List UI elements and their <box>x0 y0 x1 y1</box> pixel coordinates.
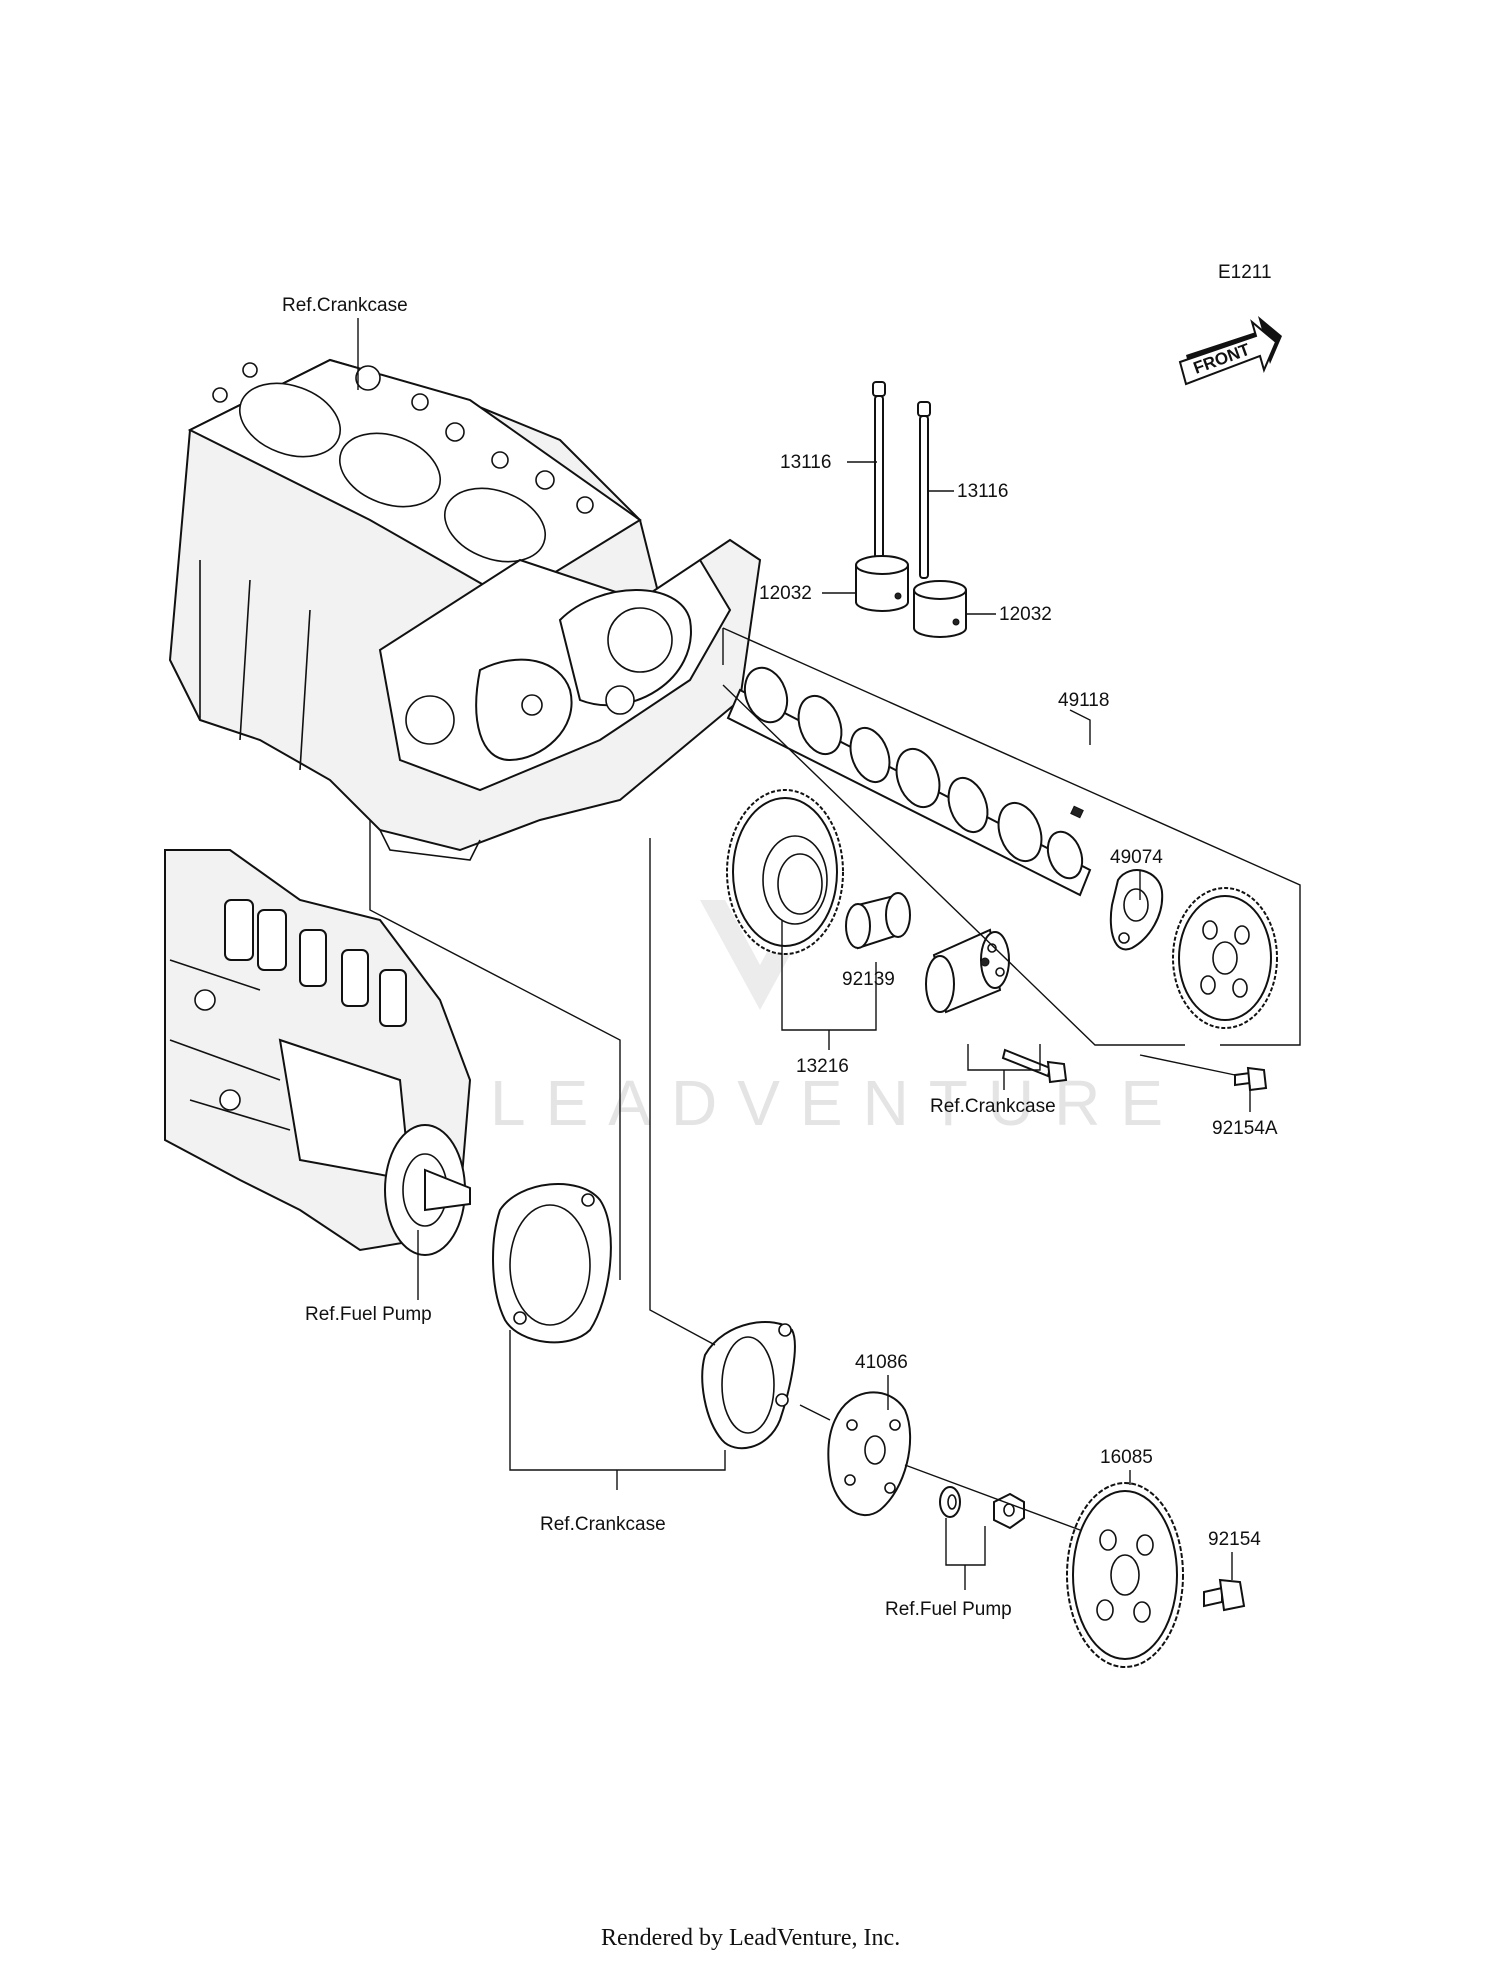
callout-13116-left: 13116 <box>780 452 831 473</box>
thrust-plate <box>1109 869 1164 951</box>
callout-13216: 13216 <box>796 1056 849 1077</box>
tappet-right <box>913 580 967 638</box>
camshaft <box>726 666 1092 897</box>
fuel-pump-gasket <box>492 1183 612 1344</box>
idler-gear <box>726 789 844 955</box>
callout-ref-fuel-pump-bottom: Ref.Fuel Pump <box>885 1599 1012 1620</box>
bolt-92154A <box>1234 1066 1268 1092</box>
callout-ref-fuel-pump-left: Ref.Fuel Pump <box>305 1304 432 1325</box>
nut <box>993 1492 1025 1530</box>
push-rod-right <box>917 401 931 579</box>
callout-13116-right: 13116 <box>957 481 1008 502</box>
crankcase-block-illustration <box>168 358 762 861</box>
idler-shaft <box>925 928 1010 1014</box>
idler-bushing <box>845 892 911 950</box>
push-rod-left <box>872 381 886 559</box>
fuel-pump-illustration <box>164 849 472 1256</box>
callout-16085: 16085 <box>1100 1447 1153 1468</box>
footer-credit: Rendered by LeadVenture, Inc. <box>601 1925 900 1951</box>
drive-gear-gasket <box>701 1321 796 1450</box>
fuel-pump-drive-gear <box>1066 1482 1184 1668</box>
leader-lines <box>357 318 1301 1590</box>
callout-92154: 92154 <box>1208 1529 1261 1550</box>
washer <box>939 1486 961 1518</box>
callout-92139: 92139 <box>842 969 895 990</box>
callout-41086: 41086 <box>855 1352 908 1373</box>
diagram-code: E1211 <box>1218 262 1272 283</box>
tappet-left <box>855 555 909 612</box>
callout-92154A: 92154A <box>1212 1118 1278 1139</box>
callout-49118: 49118 <box>1058 690 1109 711</box>
drive-hub <box>827 1391 912 1516</box>
callout-ref-crankcase-top: Ref.Crankcase <box>282 295 408 316</box>
watermark-text: LEADVENTURE <box>490 1067 1183 1139</box>
callout-12032-left: 12032 <box>759 583 812 604</box>
front-direction-badge: FRONT <box>1178 316 1282 386</box>
callout-12032-right: 12032 <box>999 604 1052 625</box>
callout-ref-crankcase-mid: Ref.Crankcase <box>930 1096 1056 1117</box>
bolt-92154 <box>1203 1578 1246 1612</box>
callout-ref-crankcase-bottom: Ref.Crankcase <box>540 1514 666 1535</box>
camshaft-gear <box>1172 887 1278 1029</box>
callout-49074: 49074 <box>1110 847 1163 868</box>
